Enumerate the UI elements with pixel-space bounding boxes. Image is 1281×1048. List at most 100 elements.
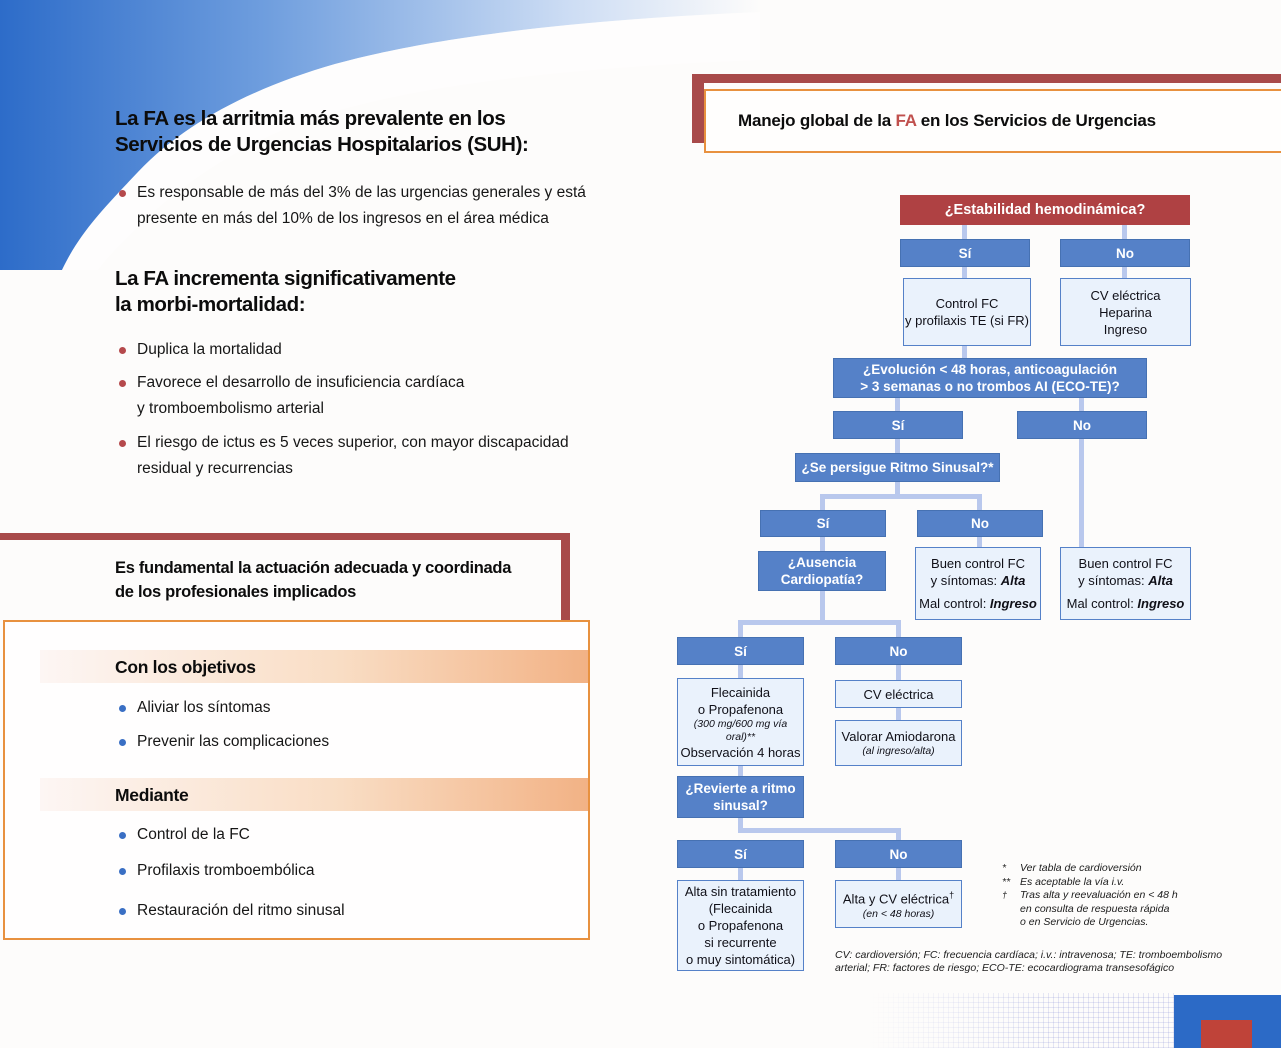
buen-control-line2: y síntomas: Alta: [931, 572, 1026, 589]
node-ausencia-cardiopatia: ¿Ausencia Cardiopatía?: [758, 551, 886, 591]
connector: [962, 225, 967, 239]
footnote-marker: †: [1002, 890, 1008, 900]
bullet-dot: [119, 380, 126, 387]
footnote-text: Es aceptable la vía i.v.: [1020, 875, 1125, 888]
node-alta-cv-electrica: Alta y CV eléctrica† (en < 48 horas): [835, 880, 962, 928]
node-no-ausencia: No: [835, 637, 962, 665]
corner-swoosh-decoration: [0, 0, 760, 270]
mediante-band: [40, 778, 588, 811]
line2-pre: y síntomas:: [1078, 573, 1149, 588]
line3-pre: Mal control:: [1066, 596, 1138, 611]
bullet-sinus-restoration: Restauración del ritmo sinusal: [137, 902, 345, 919]
bullet-dot: [119, 347, 126, 354]
valorar-line1: Valorar Amiodarona: [841, 729, 956, 744]
connector: [738, 828, 901, 833]
footnote-text: Ver tabla de cardioversión: [1020, 862, 1142, 874]
section-heading-prevalence: La FA es la arritmia más prevalente en l…: [115, 107, 529, 156]
corner-red-square: [1201, 1020, 1252, 1048]
line2-em: Alta: [1148, 573, 1173, 588]
line2-em: Alta: [1000, 573, 1026, 588]
line3-pre: Mal control:: [919, 596, 990, 611]
alta-cv-line2: (en < 48 horas): [862, 907, 935, 920]
node-alta-sin-tratamiento: Alta sin tratamiento (Flecainida o Propa…: [677, 880, 804, 971]
node-si-estabilidad: Sí: [900, 239, 1030, 267]
footnote-text: Tras alta y reevaluación en < 48 h en co…: [1020, 889, 1178, 928]
connector: [738, 620, 901, 625]
buen-control-line1: Buen control FC: [1078, 556, 1173, 571]
footnote-marker: **: [1002, 875, 1011, 888]
bullet-dot: [119, 832, 126, 839]
node-estabilidad: ¿Estabilidad hemodinámica?: [900, 195, 1190, 225]
buen-control-line1: Buen control FC: [931, 556, 1025, 571]
connector: [962, 346, 967, 358]
alta-cv-text: Alta y CV eléctrica: [842, 891, 950, 907]
bullet-stroke-risk: El riesgo de ictus es 5 veces superior, …: [137, 434, 569, 477]
dagger-mark: †: [949, 890, 955, 901]
title-frame: [692, 74, 1281, 143]
abbreviations: CV: cardioversión; FC: frecuencia cardía…: [835, 949, 1223, 974]
node-cv-heparina-ingreso: CV eléctrica Heparina Ingreso: [1060, 278, 1191, 346]
footnote-double-asterisk: ** Es aceptable la vía i.v.: [1002, 876, 1242, 890]
connector: [820, 591, 825, 622]
buen-control-line2: y síntomas: Alta: [1078, 572, 1173, 589]
node-no-evolucion: No: [1017, 411, 1147, 439]
flecainida-dose: (300 mg/600 mg vía oral)**: [693, 717, 788, 743]
node-evolucion: ¿Evolución < 48 horas, anticoagulación >…: [833, 358, 1147, 398]
callout-text: Es fundamental la actuación adecuada y c…: [115, 559, 512, 601]
connector: [738, 766, 743, 776]
objectives-heading: Con los objetivos: [115, 657, 256, 677]
objectives-band: [40, 650, 588, 683]
node-buen-control-1: Buen control FC y síntomas: Alta Mal con…: [915, 547, 1041, 620]
connector: [895, 397, 900, 411]
line3-em: Ingreso: [989, 596, 1037, 611]
connector: [738, 665, 743, 678]
connector: [820, 537, 825, 551]
connector: [896, 831, 901, 840]
node-no-revierte: No: [835, 840, 962, 868]
buen-control-line3: Mal control: Ingreso: [1067, 595, 1185, 612]
bullet-symptoms: Aliviar los síntomas: [137, 699, 271, 716]
flowchart-title-box: Manejo global de la FA en los Servicios …: [704, 89, 1281, 153]
bullet-fc-control: Control de la FC: [137, 826, 250, 843]
node-flecainida: Flecainida o Propafenona (300 mg/600 mg …: [677, 678, 804, 766]
node-revierte: ¿Revierte a ritmo sinusal?: [677, 776, 804, 818]
connector: [896, 622, 901, 637]
connector: [1079, 439, 1084, 547]
bullet-mortality: Duplica la mortalidad: [137, 341, 282, 358]
node-no-ritmo: No: [917, 510, 1043, 537]
footnote-asterisk: * Ver tabla de cardioversión: [1002, 862, 1242, 876]
line3-em: Ingreso: [1137, 596, 1185, 611]
title-pre: Manejo global de la: [738, 111, 896, 130]
flecainida-drugs: Flecainida o Propafenona: [697, 684, 784, 717]
footnotes: * Ver tabla de cardioversión ** Es acept…: [1002, 862, 1242, 930]
connector: [820, 496, 825, 510]
connector: [896, 708, 901, 720]
node-si-ritmo: Sí: [760, 510, 886, 537]
connector: [1079, 397, 1084, 411]
node-si-ausencia: Sí: [677, 637, 804, 665]
section-heading-morbidity: La FA incrementa significativamente la m…: [115, 267, 456, 316]
connector: [1122, 267, 1127, 278]
buen-control-line3: Mal control: Ingreso: [919, 595, 1037, 612]
node-cv-electrica: CV eléctrica: [835, 680, 962, 708]
connector: [738, 868, 743, 880]
flecainida-observation: Observación 4 horas: [680, 744, 801, 760]
bullet-prevalence: Es responsable de más del 3% de las urge…: [137, 184, 586, 227]
footnote-marker: *: [1002, 862, 1007, 874]
grid-texture-decoration: [868, 993, 1174, 1048]
bullet-prophylaxis: Profilaxis tromboembólica: [137, 862, 315, 879]
bullet-dot: [119, 440, 126, 447]
connector: [820, 494, 982, 499]
node-control-fc: Control FC y profilaxis TE (si FR): [903, 278, 1031, 346]
connector: [977, 537, 982, 547]
title-post: en los Servicios de Urgencias: [916, 111, 1156, 130]
bullet-complications: Prevenir las complicaciones: [137, 733, 330, 750]
footnote-dagger: † Tras alta y reevaluación en < 48 h en …: [1002, 889, 1242, 930]
line2-pre: y síntomas:: [930, 573, 1001, 588]
connector: [1122, 225, 1127, 239]
connector: [738, 622, 743, 637]
callout-frame: [0, 533, 570, 620]
bullet-heart-failure: Favorece el desarrollo de insuficiencia …: [137, 374, 465, 417]
connector: [895, 439, 900, 453]
